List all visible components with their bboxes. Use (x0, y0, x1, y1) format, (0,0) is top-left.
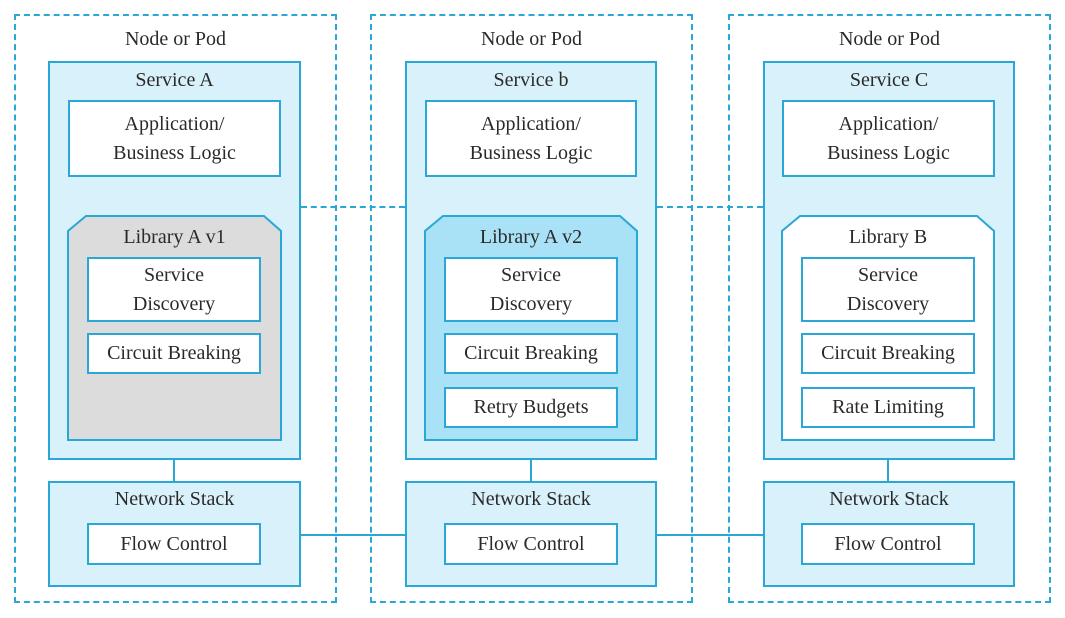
node-or-pod-a (14, 14, 337, 603)
flow-control-label: Flow Control (477, 532, 585, 555)
circuit-breaking-b: Circuit Breaking (444, 333, 618, 374)
rate-limiting-label: Rate Limiting (832, 396, 944, 418)
circuit-breaking-c: Circuit Breaking (801, 333, 975, 374)
circuit-breaking-label: Circuit Breaking (464, 342, 598, 364)
application-line1: Application/ (838, 112, 939, 135)
flow-control-label: Flow Control (834, 532, 942, 555)
service-discovery-c: Service Discovery (801, 257, 975, 322)
network-link-bc (657, 534, 763, 536)
application-line2: Business Logic (469, 141, 593, 164)
flow-control-b: Flow Control (444, 523, 618, 565)
flow-control-label: Flow Control (120, 532, 228, 555)
flow-control-a: Flow Control (87, 523, 261, 565)
network-link-ab (301, 534, 405, 536)
application-line1: Application/ (124, 112, 225, 135)
service-label-b: Service b (493, 69, 569, 91)
retry-budgets-label: Retry Budgets (473, 396, 589, 418)
service-discovery-line2: Discovery (132, 292, 216, 315)
application-line2: Business Logic (113, 141, 236, 164)
service-discovery-b: Service Discovery (444, 257, 618, 322)
network-stack-label-a: Network Stack (114, 488, 235, 510)
pod-label-b: Node or Pod (480, 28, 583, 50)
node-or-pod-c (728, 14, 1051, 603)
application-box-a: Application/ Business Logic (68, 100, 281, 177)
library-label-a: Library A v1 (123, 226, 226, 248)
service-network-link-a (173, 460, 175, 481)
node-or-pod-b (370, 14, 693, 603)
rate-limiting-c: Rate Limiting (801, 387, 975, 428)
library-link-dashed-bc (657, 206, 763, 208)
application-line2: Business Logic (827, 141, 950, 164)
service-discovery-line2: Discovery (846, 292, 930, 315)
application-line1: Application/ (481, 112, 581, 135)
service-discovery-line1: Service (858, 263, 918, 286)
circuit-breaking-a: Circuit Breaking (87, 333, 261, 374)
circuit-breaking-label: Circuit Breaking (821, 342, 955, 364)
application-box-b: Application/ Business Logic (425, 100, 637, 177)
pod-label-c: Node or Pod (838, 28, 941, 50)
service-label-c: Service C (849, 69, 929, 91)
service-network-link-c (887, 460, 889, 481)
service-label-a: Service A (135, 69, 214, 91)
service-discovery-line1: Service (144, 263, 204, 286)
flow-control-c: Flow Control (801, 523, 975, 565)
service-discovery-line2: Discovery (489, 292, 573, 315)
service-network-link-b (530, 460, 532, 481)
network-stack-label-b: Network Stack (471, 488, 591, 510)
service-discovery-a: Service Discovery (87, 257, 261, 322)
circuit-breaking-label: Circuit Breaking (107, 342, 241, 364)
network-stack-label-c: Network Stack (829, 488, 949, 510)
application-box-c: Application/ Business Logic (782, 100, 995, 177)
library-label-c: Library B (848, 226, 928, 248)
retry-budgets-b: Retry Budgets (444, 387, 618, 428)
library-label-b: Library A v2 (479, 226, 583, 248)
library-link-dashed-ab (301, 206, 405, 208)
service-discovery-line1: Service (501, 263, 561, 286)
pod-label-a: Node or Pod (124, 28, 227, 50)
